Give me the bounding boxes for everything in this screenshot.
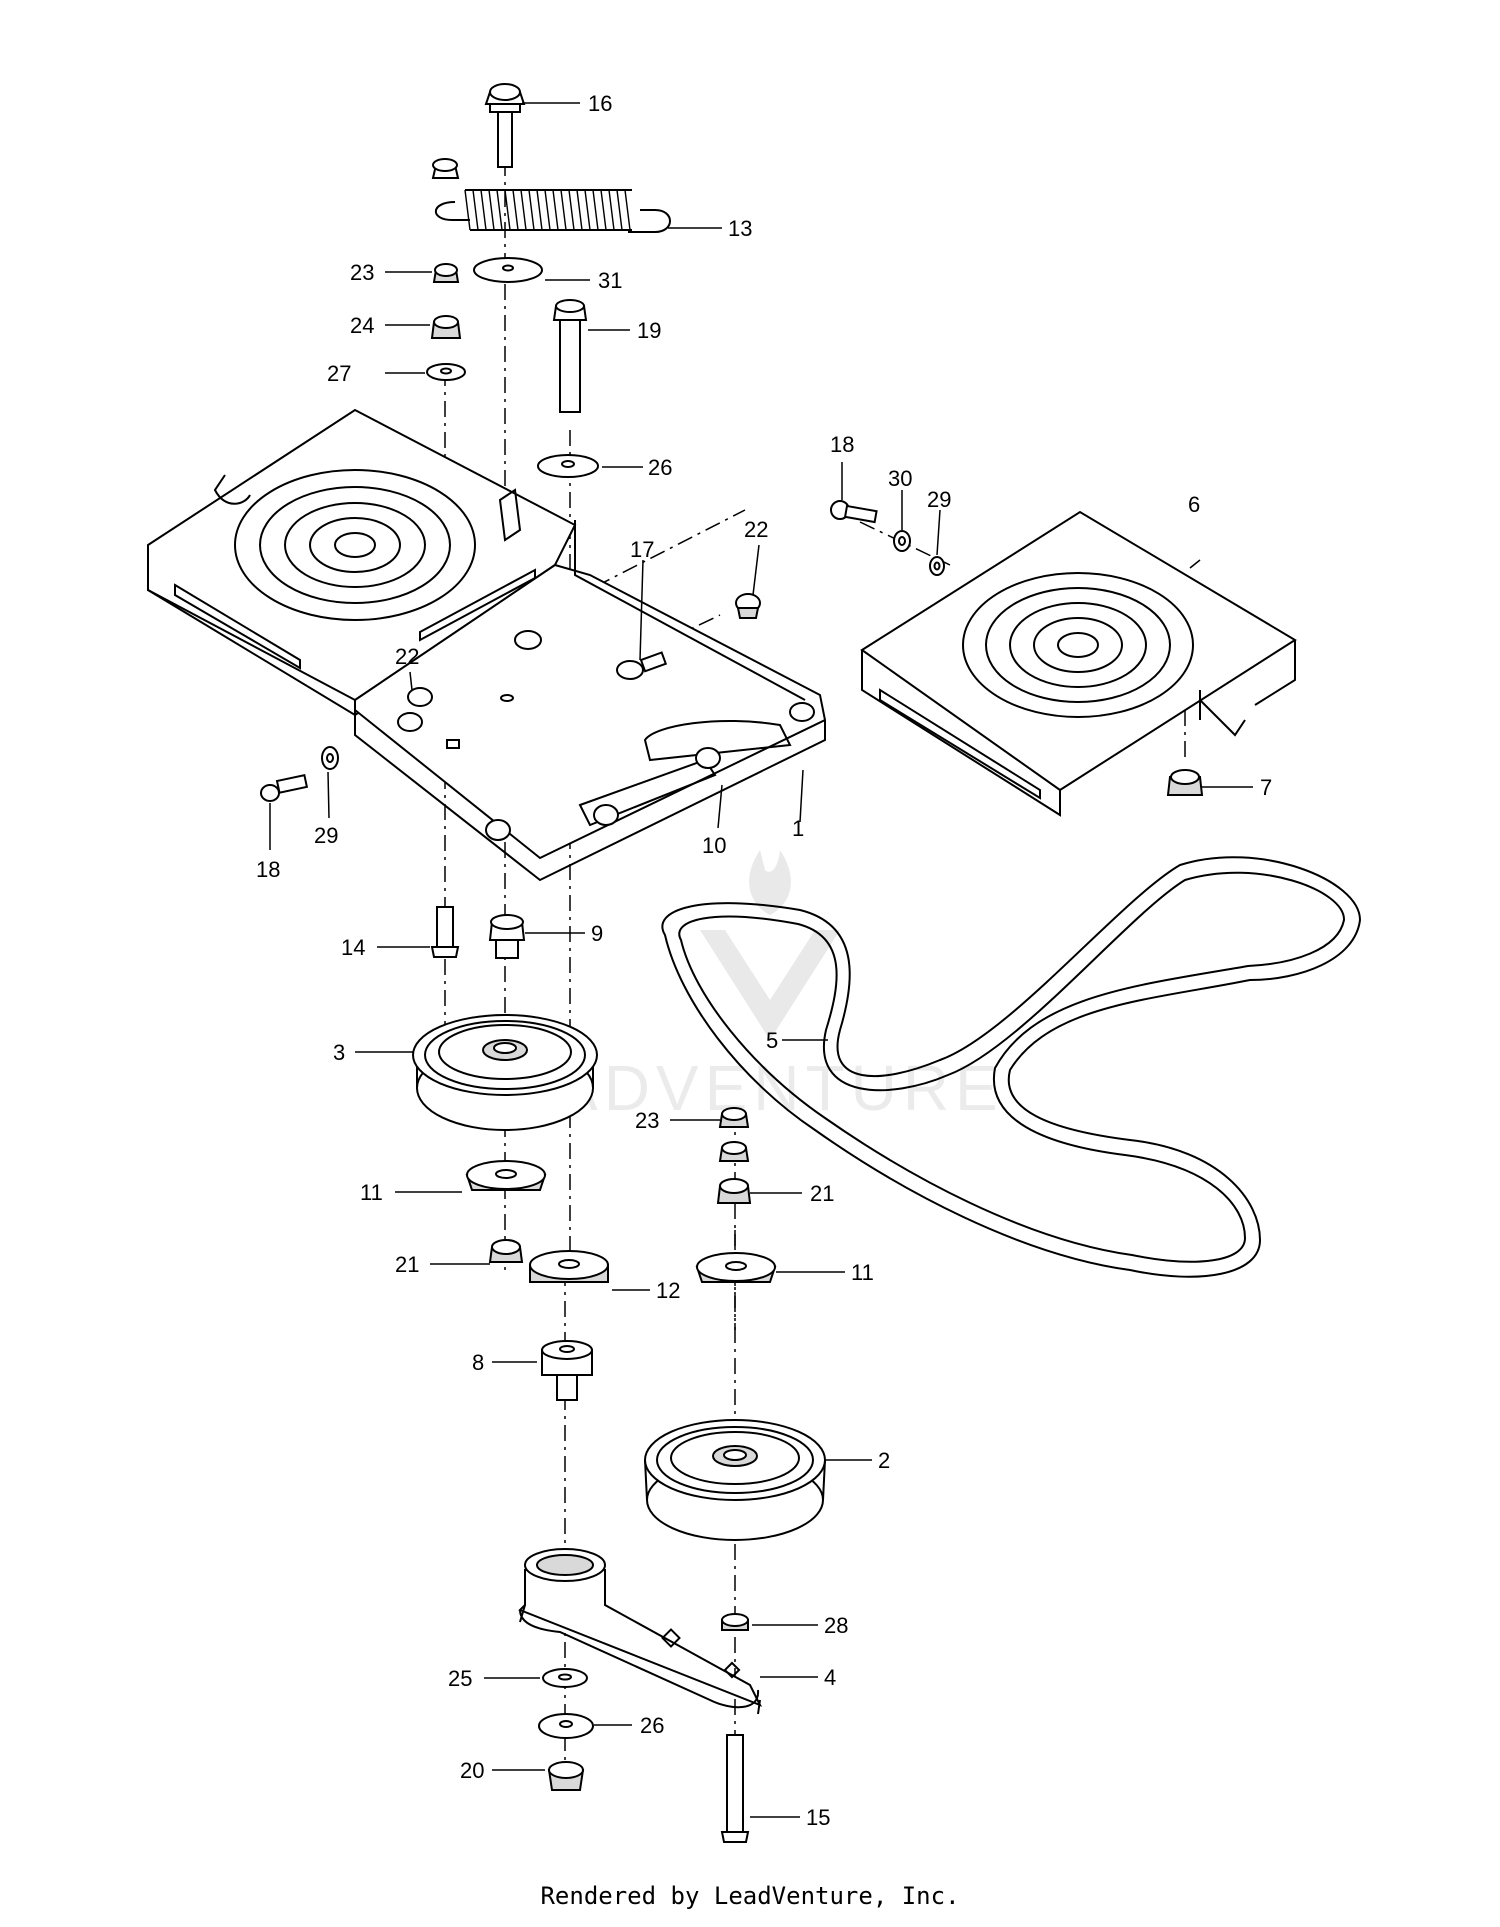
bolt-18-right: [830, 500, 878, 524]
washer-26-bottom: [538, 1713, 594, 1739]
callout-16: 16: [588, 91, 612, 116]
callout-10: 10: [702, 833, 726, 858]
callout-14: 14: [341, 935, 365, 960]
bolt-18-left: [260, 773, 309, 802]
nut-20: [547, 1761, 585, 1791]
bolt-16: [484, 83, 526, 168]
callout-3: 3: [333, 1040, 345, 1065]
callout-22-left: 22: [395, 644, 419, 669]
callout-22-right: 22: [744, 517, 768, 542]
callout-26-top: 26: [648, 455, 672, 480]
nut-22-right: [735, 593, 761, 619]
callout-12: 12: [656, 1278, 680, 1303]
nut-23-bottom: [718, 1107, 750, 1128]
leader-lines: [269, 102, 1253, 1818]
spacer-28: [721, 1613, 749, 1631]
spacer-12: [529, 1250, 609, 1283]
callout-18-left: 18: [256, 857, 280, 882]
footer-credit: Rendered by LeadVenture, Inc.: [540, 1882, 960, 1910]
callout-21-right: 21: [810, 1181, 834, 1206]
bracket-1: [147, 408, 827, 882]
cap-11-left: [465, 1160, 547, 1191]
callout-2: 2: [878, 1448, 890, 1473]
bushing-9: [488, 914, 526, 959]
watermark-text: ADVENTURE: [555, 1052, 1004, 1124]
nut-21-left: [488, 1239, 524, 1263]
callout-30: 30: [888, 466, 912, 491]
washer-31: [473, 257, 543, 283]
callout-17: 17: [630, 537, 654, 562]
nut-23-top: [432, 263, 460, 283]
callout-labels: 16 13 23 31 24 19 27 26 18 30 29 6 22 17…: [256, 91, 1272, 1830]
belt-5: [661, 856, 1362, 1278]
washer-25: [542, 1668, 588, 1688]
callout-23-top: 23: [350, 260, 374, 285]
callout-7: 7: [1260, 775, 1272, 800]
callout-21-left: 21: [395, 1252, 419, 1277]
washer-29-left: [321, 746, 339, 770]
idler-arm-4: [518, 1548, 763, 1715]
washer-29-right: [929, 556, 945, 576]
pulley-3: [412, 1014, 598, 1131]
callout-26-bottom: 26: [640, 1713, 664, 1738]
callout-27: 27: [327, 361, 351, 386]
washer-30: [893, 530, 911, 552]
bolt-14: [430, 906, 460, 958]
bolt-15: [720, 1734, 750, 1843]
spindle-8: [541, 1340, 593, 1401]
callout-29-left: 29: [314, 823, 338, 848]
callout-11-left: 11: [360, 1180, 383, 1205]
callout-20: 20: [460, 1758, 484, 1783]
bolt-17: [616, 651, 668, 680]
pulley-2: [644, 1419, 826, 1541]
cover-6: [860, 510, 1297, 817]
callout-8: 8: [472, 1350, 484, 1375]
callout-25: 25: [448, 1666, 472, 1691]
spring-13: [431, 158, 671, 233]
callout-31: 31: [598, 268, 622, 293]
callout-18-right: 18: [830, 432, 854, 457]
washer-26-top: [537, 454, 599, 478]
callout-4: 4: [824, 1665, 836, 1690]
callout-1: 1: [792, 816, 804, 841]
callout-28: 28: [824, 1613, 848, 1638]
nut-middle: [718, 1141, 750, 1162]
callout-6: 6: [1188, 492, 1200, 517]
callout-23-bottom: 23: [635, 1108, 659, 1133]
callout-24: 24: [350, 313, 374, 338]
callout-15: 15: [806, 1805, 830, 1830]
nut-24: [430, 315, 462, 339]
callout-13: 13: [728, 216, 752, 241]
callout-9: 9: [591, 921, 603, 946]
callout-5: 5: [766, 1028, 778, 1053]
callout-29-right: 29: [927, 487, 951, 512]
callout-11-right: 11: [851, 1260, 874, 1285]
watermark-logo: ADVENTURE: [555, 850, 1004, 1124]
washer-27: [426, 363, 466, 381]
nut-21-right: [716, 1178, 752, 1204]
cap-11-right: [695, 1252, 777, 1283]
bumper-7: [1166, 769, 1204, 796]
bolt-19: [552, 299, 588, 413]
callout-19: 19: [637, 318, 661, 343]
